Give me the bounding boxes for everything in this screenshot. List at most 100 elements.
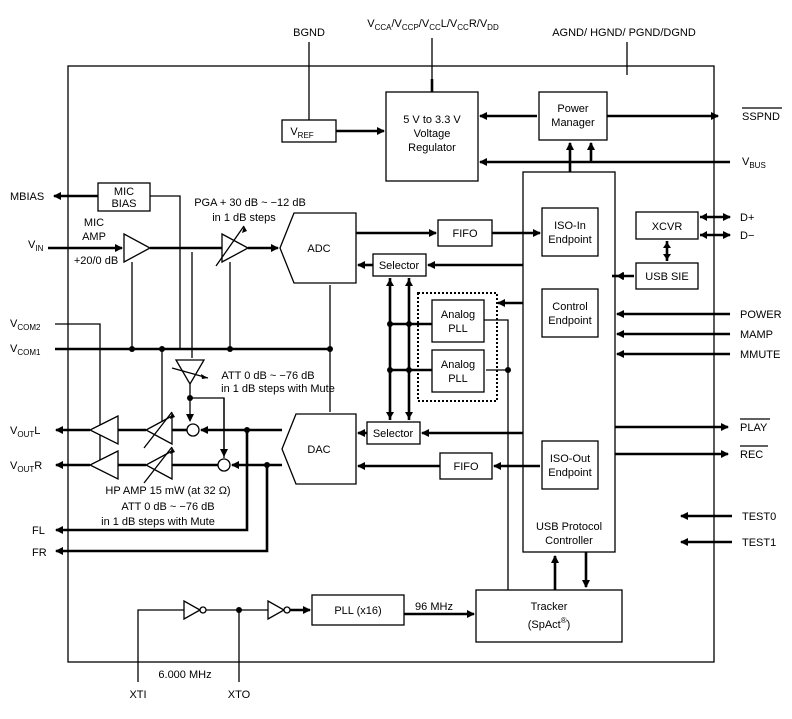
pin-power: POWER (740, 309, 782, 321)
tracker-block (475, 589, 623, 643)
pga-variable-mark (215, 225, 245, 267)
iso-out-line-2: Endpoint (548, 467, 591, 479)
chip-outline (67, 65, 715, 663)
pll-x16-block (311, 594, 405, 626)
mic-amp-line-1: MIC (84, 217, 104, 229)
wire-sidetone-mix (189, 384, 225, 458)
inverter-1-symbol (183, 599, 202, 621)
pin-mamp: MAMP (740, 329, 773, 341)
pin-vcom2: VCOM2 (10, 318, 41, 332)
mixer-left (186, 423, 200, 437)
wire-bgnd (308, 42, 336, 131)
vref-label: VREF (290, 126, 313, 140)
att-sidetone-symbol (174, 359, 206, 386)
mic-bias-line-1: MIC (114, 186, 134, 198)
voltage-regulator-block (385, 91, 479, 182)
pin-voutr: VOUTR (10, 460, 42, 474)
regulator-line-3: Regulator (408, 142, 456, 154)
pin-play: PLAY (740, 422, 768, 434)
pga-line-2: in 1 dB steps (212, 212, 276, 224)
tracker-label: Tracker (531, 601, 568, 613)
pin-test0: TEST0 (742, 511, 776, 523)
selector-top-label: Selector (379, 260, 420, 272)
selector-bottom-label: Selector (373, 428, 414, 440)
att-out-left-variable-mark (143, 411, 173, 449)
pll2-line-2: PLL (448, 373, 468, 385)
pin-dminus: D− (740, 230, 754, 242)
xcvr-label: XCVR (652, 221, 683, 233)
att-bottom-line-1: ATT 0 dB ~ −76 dB (121, 501, 214, 513)
mic-gain: +20/0 dB (74, 255, 118, 267)
wire-pll-loop (484, 319, 509, 371)
pin-vin: VIN (28, 239, 44, 253)
fifo-in-block (437, 219, 493, 247)
iso-out-line-1: ISO-Out (550, 453, 590, 465)
pin-xto: XTO (228, 689, 251, 701)
wire-xti (137, 609, 184, 682)
att-top-line-2: in 1 dB steps with Mute (221, 383, 335, 395)
att-bottom-line-2: in 1 dB steps with Mute (101, 516, 215, 528)
inverter-2-symbol (267, 599, 286, 621)
fifo-out-label: FIFO (453, 461, 478, 473)
att-out-right-variable-mark (143, 446, 173, 484)
pll-x16-label: PLL (x16) (334, 605, 381, 617)
inverter-2-bubble (283, 606, 291, 614)
control-line-2: Endpoint (548, 315, 591, 327)
pin-mmute: MMUTE (740, 349, 780, 361)
pin-dplus: D+ (740, 212, 754, 224)
usb-ctrl-line-1: USB Protocol (536, 521, 602, 533)
usb-ctrl-line-2: Controller (545, 535, 593, 547)
adc-label: ADC (307, 243, 330, 255)
wire-fr (55, 465, 269, 555)
xcvr-block (635, 211, 699, 240)
usb-sie-label: USB SIE (645, 271, 688, 283)
regulator-line-2: Voltage (414, 128, 451, 140)
iso-in-endpoint-block (541, 207, 599, 257)
power-manager-block (538, 91, 608, 141)
pll1-line-2: PLL (448, 323, 468, 335)
iso-out-endpoint-block (541, 440, 599, 490)
pin-bgnd: BGND (293, 27, 325, 39)
pin-vcom1: VCOM1 (10, 343, 41, 357)
pin-rec: REC (740, 449, 763, 461)
inverter-1-bubble (199, 606, 207, 614)
wire-fl (55, 430, 249, 534)
hp-amp-left-symbol (88, 414, 119, 446)
mic-bias-block (97, 182, 151, 212)
regulator-line-1: 5 V to 3.3 V (403, 114, 461, 126)
pin-vcc: VCCA/VCCP/VCCL/VCCR/VDD (367, 18, 499, 32)
mixer-right (217, 458, 231, 472)
power-manager-line-1: Power (557, 103, 589, 115)
analog-pll-1-block (431, 299, 485, 343)
analog-pll-2-block (431, 349, 485, 393)
wire-vcom2 (55, 323, 101, 468)
spact-label: (SpAct®) (528, 616, 571, 631)
adc-block (279, 212, 357, 284)
pll2-line-1: Analog (441, 359, 475, 371)
pll-freq-label: 96 MHz (415, 601, 453, 613)
pin-fr: FR (32, 547, 47, 559)
mic-amp-symbol (123, 232, 152, 264)
pin-mbias: MBIAS (10, 191, 44, 203)
pll1-line-1: Analog (441, 309, 475, 321)
dac-label: DAC (307, 444, 330, 456)
hp-amp-label: HP AMP 15 mW (at 32 Ω) (105, 485, 230, 497)
pin-vbus: VBUS (742, 156, 766, 170)
pin-xti: XTI (129, 689, 146, 701)
iso-in-line-1: ISO-In (554, 220, 586, 232)
wire-bias-vcom (150, 195, 181, 348)
control-line-1: Control (552, 301, 587, 313)
mic-bias-line-2: BIAS (111, 198, 136, 210)
pin-gnd: AGND/ HGND/ PGND/DGND (552, 27, 696, 39)
pga-line-1: PGA + 30 dB ~ −12 dB (194, 197, 306, 209)
dac-block (281, 413, 357, 485)
control-endpoint-block (541, 288, 599, 338)
crystal-freq: 6.000 MHz (158, 669, 211, 681)
mic-amp-line-2: AMP (82, 231, 106, 243)
pga-symbol (221, 232, 250, 264)
att-top-line-1: ATT 0 dB ~ −76 dB (221, 370, 314, 382)
pll-group (417, 292, 498, 402)
fifo-in-label: FIFO (452, 228, 477, 240)
